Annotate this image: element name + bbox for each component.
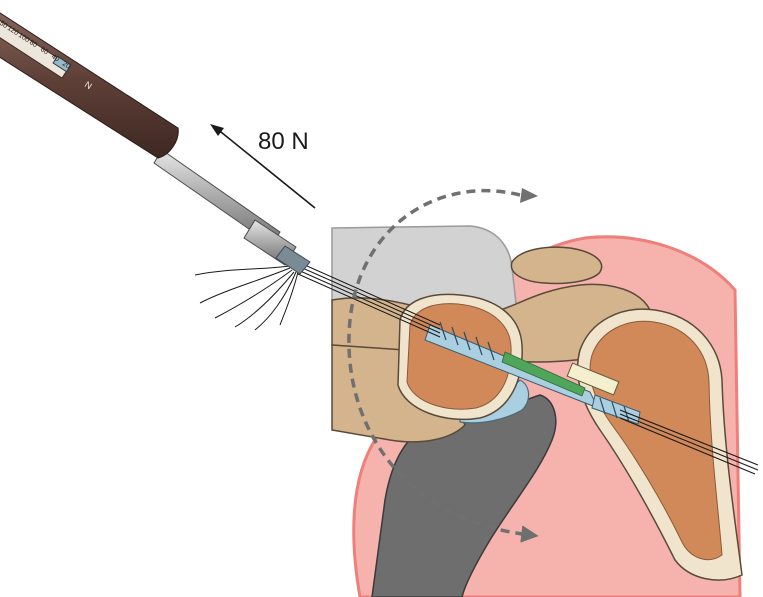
humerus-cross-section xyxy=(576,308,743,581)
fixation-button xyxy=(566,362,620,396)
scale-marking: 150 xyxy=(0,18,9,30)
scale-marking: 80 xyxy=(28,39,38,49)
scale-marking: 20 xyxy=(61,60,71,70)
loose-suture-fan xyxy=(194,265,299,331)
scale-unit-label: N xyxy=(83,79,94,91)
tensioner-device xyxy=(0,12,311,275)
scale-marking: 40 xyxy=(50,53,60,63)
suture-strands-left xyxy=(297,261,441,338)
rotation-arrow-top-head xyxy=(520,188,538,203)
force-label: 80 N xyxy=(258,128,309,155)
graft-suture-wraps xyxy=(439,321,630,423)
suture-strands-right xyxy=(619,409,759,475)
force-arrow xyxy=(215,127,316,209)
scale-marking: 60 xyxy=(39,46,49,56)
rotation-arrow xyxy=(347,189,539,543)
force-arrow-head xyxy=(210,124,224,136)
coracoid-bone xyxy=(510,246,603,285)
